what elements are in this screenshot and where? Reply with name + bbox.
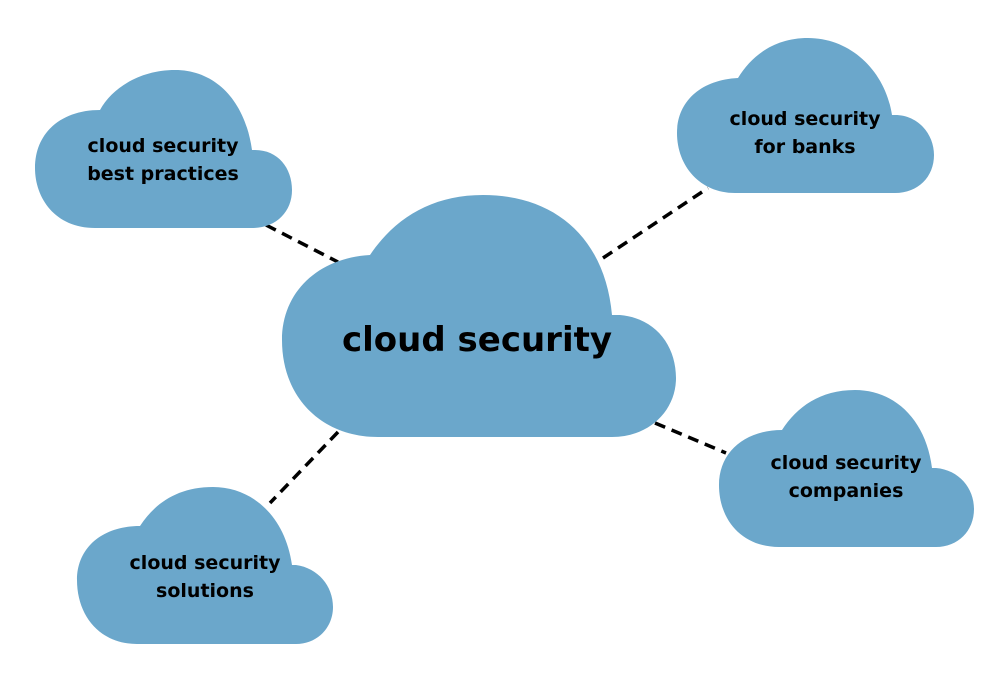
- connector-top-left: [265, 223, 339, 264]
- node-label-bottom-left: cloud security solutions: [129, 552, 281, 602]
- connector-top-right: [602, 186, 709, 260]
- node-label-bottom-right: cloud security companies: [770, 452, 922, 502]
- node-label-top-left: cloud security best practices: [87, 135, 239, 185]
- cloud-bottom-left: [77, 487, 333, 644]
- connector-bottom-right: [654, 421, 727, 455]
- cloud-bottom-right: [719, 390, 974, 547]
- center-label: cloud security: [341, 320, 613, 360]
- connector-bottom-left: [268, 430, 340, 505]
- cloud-center: [282, 195, 676, 437]
- node-label-top-right: cloud security for banks: [729, 108, 881, 158]
- cloud-top-right: [677, 38, 934, 193]
- cloud-top-left: [35, 70, 292, 228]
